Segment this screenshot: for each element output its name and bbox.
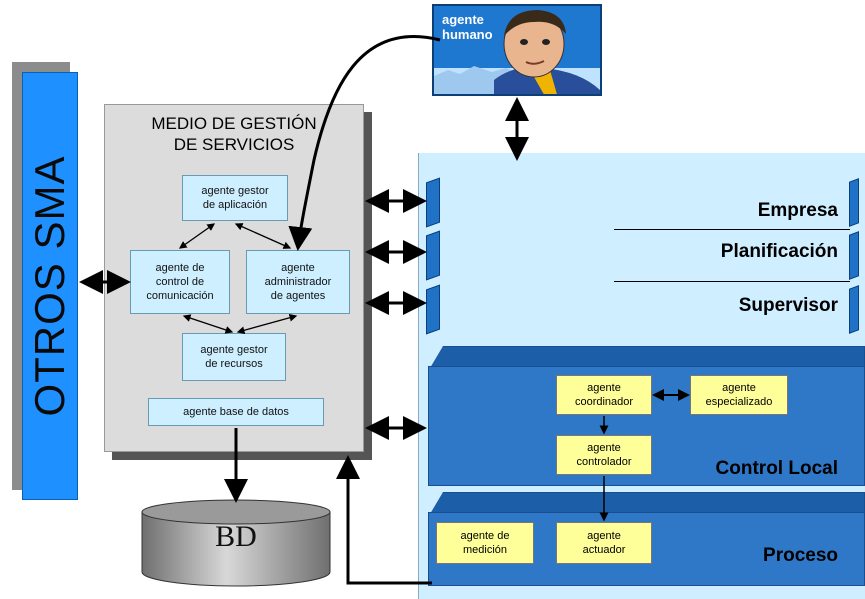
agente-humano-label: agente humano — [442, 12, 493, 42]
agente-base-datos: agente base de datos — [148, 398, 324, 426]
agente-especializado: agente especializado — [690, 375, 788, 415]
agente-coordinador: agente coordinador — [556, 375, 652, 415]
comunicacion-recursos-arrow — [182, 314, 234, 334]
bd-label: BD — [215, 520, 257, 553]
agente-controlador: agente controlador — [556, 435, 652, 475]
database-icon — [141, 499, 331, 587]
medio-gestion-title: MEDIO DE GESTIÓN DE SERVICIOS — [151, 114, 317, 154]
layer-supervisor: Supervisor — [738, 295, 838, 316]
empresa-divider — [614, 229, 850, 230]
humano-administrador-arrow — [288, 35, 441, 251]
agente-control-comunicacion: agente de control de comunicación — [130, 250, 230, 314]
aplicacion-administrador-arrow — [234, 223, 292, 249]
proceso-medio-arrow — [336, 455, 432, 585]
planificacion-divider — [614, 281, 850, 282]
bd-database: BD — [140, 498, 332, 588]
layer-control-local: Control Local — [715, 458, 838, 479]
agente-gestor-recursos: agente gestor de recursos — [182, 333, 286, 381]
otros-sma-column: OTROS SMA — [22, 72, 78, 500]
layer-planificacion: Planificación — [720, 241, 838, 262]
administrador-recursos-arrow — [236, 313, 298, 335]
agente-administrador: agente administrador de agentes — [246, 250, 350, 314]
agente-humano-image: agente humano — [432, 4, 602, 96]
layer-proceso: Proceso — [763, 545, 838, 566]
agente-gestor-aplicacion: agente gestor de aplicación — [182, 175, 288, 221]
agente-medicion: agente de medición — [436, 522, 534, 564]
aplicacion-comunicacion-arrow — [178, 223, 216, 249]
human-face-icon — [434, 10, 600, 94]
layer-empresa: Empresa — [757, 200, 838, 221]
agente-actuador: agente actuador — [556, 522, 652, 564]
